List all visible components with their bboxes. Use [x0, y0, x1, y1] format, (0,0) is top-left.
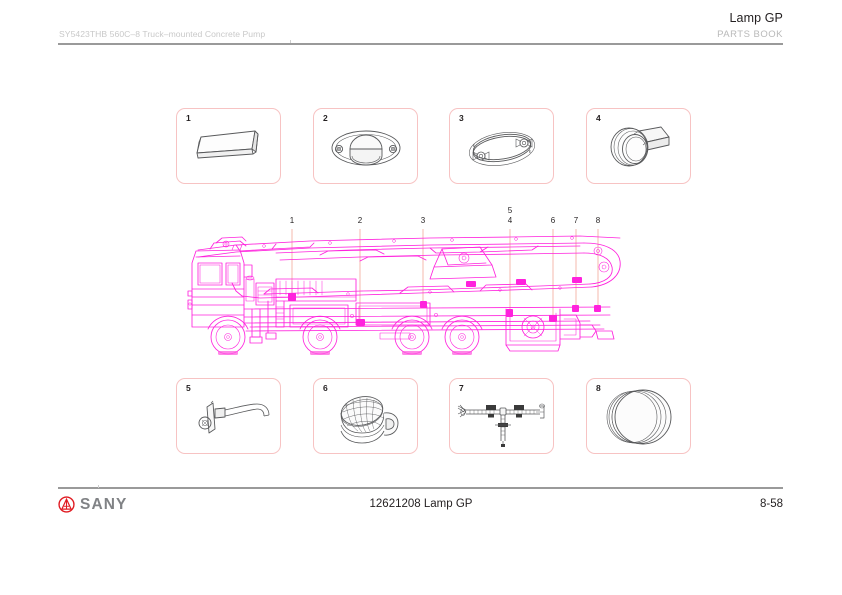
callout-label-7: 7 [573, 216, 579, 225]
callout-leader-lines [291, 229, 599, 325]
header-divider-tick [290, 40, 291, 43]
callout-label-1: 1 [289, 216, 295, 225]
part-illustration-rect-lamp [196, 130, 259, 159]
part-box-8[interactable]: 8 [586, 378, 691, 454]
part-number-label: 2 [323, 113, 328, 123]
callout-label-4: 4 [507, 216, 513, 225]
page-title: Lamp GP [729, 11, 783, 25]
part-illustration-round-disc [606, 389, 672, 445]
footer-page-number: 8-58 [759, 498, 783, 510]
tire-shadows [218, 351, 472, 355]
sany-logo-text: SANY [80, 495, 128, 513]
part-number-label: 1 [186, 113, 191, 123]
part-illustration-round-lamp-stem [610, 126, 670, 167]
footer-part-title: 12621208 Lamp GP [369, 498, 473, 510]
lamp-position-markers [288, 277, 601, 326]
footer-divider [58, 487, 783, 489]
part-number-label: 5 [186, 383, 191, 393]
part-box-4[interactable]: 4 [586, 108, 691, 184]
part-box-2[interactable]: 2 [313, 108, 418, 184]
footer-divider-tick [98, 485, 99, 488]
callout-label-5: 5 [507, 206, 513, 215]
part-number-label: 7 [459, 383, 464, 393]
part-box-3[interactable]: 3 [449, 108, 554, 184]
truck-line-art [187, 229, 621, 355]
callout-label-3: 3 [420, 216, 426, 225]
sany-logo: SANY [58, 496, 127, 513]
part-box-7[interactable]: 7 [449, 378, 554, 454]
part-illustration-wiring-harness [457, 403, 545, 447]
part-illustration-mesh-lamp [340, 396, 399, 444]
part-illustration-sensor-cable [198, 400, 270, 434]
callout-label-6: 6 [550, 216, 556, 225]
part-box-6[interactable]: 6 [313, 378, 418, 454]
part-number-label: 6 [323, 383, 328, 393]
part-number-label: 4 [596, 113, 601, 123]
part-box-5[interactable]: 5 [176, 378, 281, 454]
part-illustration-oval-bracket [469, 132, 535, 166]
part-number-label: 3 [459, 113, 464, 123]
header-divider [58, 43, 783, 45]
header-model-text: SY5423THB 560C–8 Truck–mounted Concrete … [59, 29, 266, 39]
part-box-1[interactable]: 1 [176, 108, 281, 184]
header-subtitle: PARTS BOOK [717, 29, 783, 40]
callout-label-8: 8 [595, 216, 601, 225]
sany-logo-icon [58, 496, 75, 513]
callout-label-2: 2 [357, 216, 363, 225]
truck-diagram: 1 2 3 5 4 6 7 8 [180, 205, 650, 365]
part-number-label: 8 [596, 383, 601, 393]
part-illustration-oval-lamp-dome [331, 130, 401, 166]
